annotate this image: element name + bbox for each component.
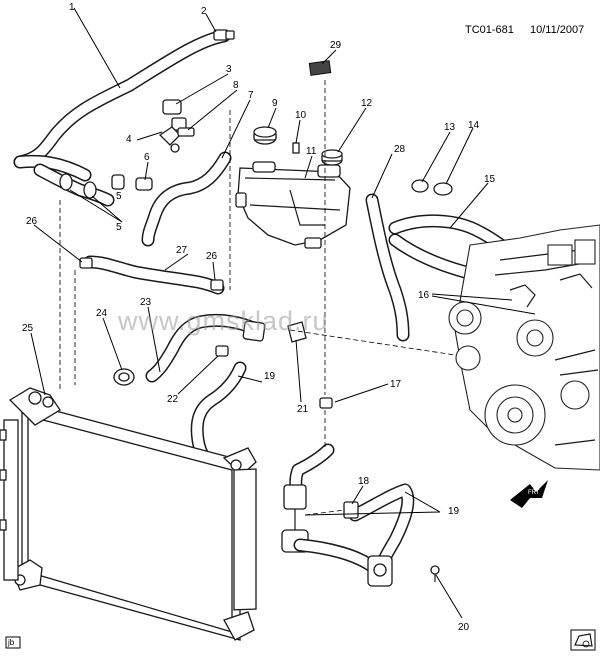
radiator-tanks [0, 419, 19, 581]
callout-29: 29 [330, 40, 342, 51]
reference-lines [59, 80, 456, 516]
callout-1: 1 [69, 2, 75, 13]
callout-19b: 19 [448, 506, 460, 517]
clamp-5b [83, 181, 97, 199]
callout-11: 11 [306, 146, 317, 157]
callout-3: 3 [226, 64, 232, 75]
callout-26a: 26 [26, 216, 38, 227]
hose-23-end [242, 320, 266, 342]
callout-6: 6 [144, 152, 150, 163]
callout-4: 4 [126, 134, 132, 145]
hose-7 [141, 151, 232, 247]
callout-26b: 26 [206, 251, 218, 262]
radiator-25 [8, 387, 257, 641]
nipple-6a [111, 174, 125, 190]
hose-1 [13, 29, 231, 207]
fastener-17 [319, 397, 333, 409]
callout-10: 10 [295, 110, 307, 121]
fitting-2 [213, 29, 235, 41]
callout-14: 14 [468, 120, 480, 131]
callout-16: 16 [418, 290, 430, 301]
callout-labels: 1 2 3 4 5 5 6 7 8 9 10 11 12 13 14 15 16… [22, 2, 496, 633]
callout-18: 18 [358, 476, 370, 487]
callout-27: 27 [176, 245, 188, 256]
callout-8: 8 [233, 80, 239, 91]
callout-24: 24 [96, 308, 108, 319]
callout-21: 21 [297, 404, 309, 415]
clamp-13 [411, 179, 429, 193]
fender-icon [570, 629, 596, 651]
callout-22: 22 [167, 394, 179, 405]
lower-pipe [293, 538, 377, 572]
callout-12: 12 [361, 98, 373, 109]
diagram-code: TC01-681 [465, 24, 514, 36]
jb-label: jb [7, 638, 15, 647]
callout-2: 2 [201, 6, 207, 17]
coolant-reservoir-11 [235, 161, 351, 249]
callout-15: 15 [484, 174, 496, 185]
diagram-date: 10/11/2007 [530, 24, 584, 36]
hose-27 [83, 255, 225, 295]
fitting-22 [215, 345, 229, 357]
clamp-14 [433, 182, 453, 196]
callout-13: 13 [444, 122, 456, 133]
front-arrow-icon: FRT [510, 480, 548, 508]
callout-19a: 19 [264, 371, 276, 382]
bracket-3 [162, 99, 187, 131]
label-29 [308, 60, 332, 76]
callout-7: 7 [248, 90, 254, 101]
valve-assembly [367, 555, 393, 587]
clip-4 [158, 126, 181, 153]
clip-26b [210, 279, 224, 291]
callout-20: 20 [458, 622, 470, 633]
clamp-5a [59, 173, 73, 191]
callout-25: 25 [22, 323, 34, 334]
nipple-6 [135, 177, 153, 191]
engine-assembly [448, 224, 600, 471]
bolt-20 [430, 565, 440, 582]
hose-28 [365, 193, 410, 342]
callout-17: 17 [390, 379, 402, 390]
leader-lines [30, 7, 536, 619]
cap-12 [321, 149, 343, 166]
callout-23: 23 [140, 297, 152, 308]
hose-23 [145, 313, 265, 383]
clamp-24 [113, 368, 135, 386]
svg-text:FRT: FRT [528, 490, 540, 496]
bracket-21 [287, 321, 307, 343]
callout-9: 9 [272, 98, 278, 109]
callout-5b: 5 [116, 191, 122, 202]
clip-26a [79, 257, 93, 269]
bolt-10 [292, 142, 300, 154]
callout-5a: 5 [116, 222, 122, 233]
callout-28: 28 [394, 144, 406, 155]
reservoir-cap-9 [253, 126, 277, 145]
connector-8 [177, 127, 195, 137]
jb-box-icon: jb [5, 636, 21, 649]
watermark: www.gmsklad.ru [117, 306, 329, 336]
clip-18 [343, 501, 359, 519]
